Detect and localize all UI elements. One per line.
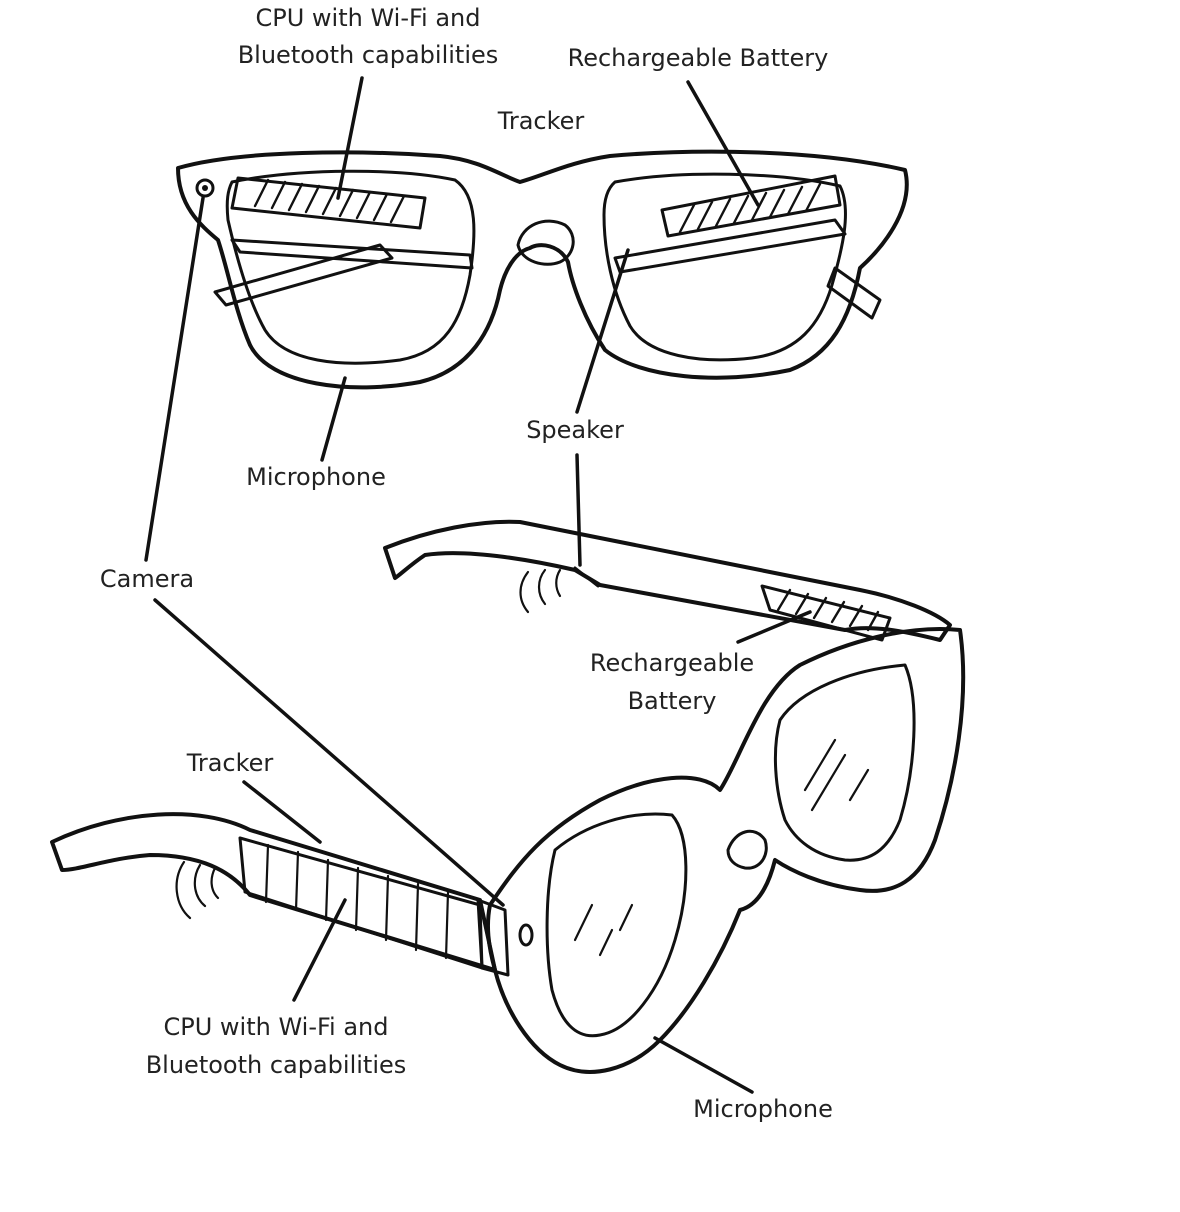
leader-top-microphone: [322, 378, 345, 460]
leader-camera-top: [146, 198, 203, 560]
front-view-temple-arms: [215, 220, 880, 318]
leader-top-cpu: [338, 78, 362, 198]
label-top-tracker: Tracker: [497, 107, 585, 135]
label-top-microphone: Microphone: [246, 463, 386, 491]
label-camera: Camera: [100, 565, 194, 593]
front-view-glasses: [178, 152, 907, 388]
side-view-far-lens: [775, 665, 914, 860]
side-view-camera-icon: [520, 925, 532, 945]
side-view-frame-outer: [488, 629, 963, 1072]
label-side-cpu-line1: CPU with Wi-Fi and: [163, 1013, 388, 1041]
front-view-camera-icon: [197, 180, 213, 196]
leader-top-battery: [688, 82, 758, 205]
front-view-frame-outer: [178, 152, 907, 388]
side-view-cpu-band: [240, 838, 482, 968]
leader-speaker-side: [577, 455, 580, 565]
label-side-battery-line2: Battery: [628, 687, 717, 715]
label-top-cpu-line2: Bluetooth capabilities: [238, 41, 499, 69]
front-view-left-lens: [227, 171, 474, 363]
label-side-cpu-line2: Bluetooth capabilities: [146, 1051, 407, 1079]
leader-lines: [146, 78, 810, 1092]
label-top-speaker: Speaker: [526, 416, 624, 444]
side-view-glasses: [52, 522, 963, 1072]
side-view-near-lens: [547, 814, 686, 1036]
front-view-cpu-module: [232, 178, 425, 228]
label-top-battery: Rechargeable Battery: [568, 44, 829, 72]
label-top-cpu-line1: CPU with Wi-Fi and: [255, 4, 480, 32]
leader-side-microphone: [655, 1038, 752, 1092]
front-view-battery-module: [662, 176, 840, 236]
label-side-battery-line1: Rechargeable: [590, 649, 754, 677]
front-view-nose-bridge: [518, 221, 573, 264]
front-view-right-lens: [604, 174, 845, 360]
label-side-tracker: Tracker: [186, 749, 274, 777]
leader-top-speaker: [577, 250, 628, 412]
side-view-far-temple-arm: [385, 522, 950, 640]
label-side-microphone: Microphone: [693, 1095, 833, 1123]
